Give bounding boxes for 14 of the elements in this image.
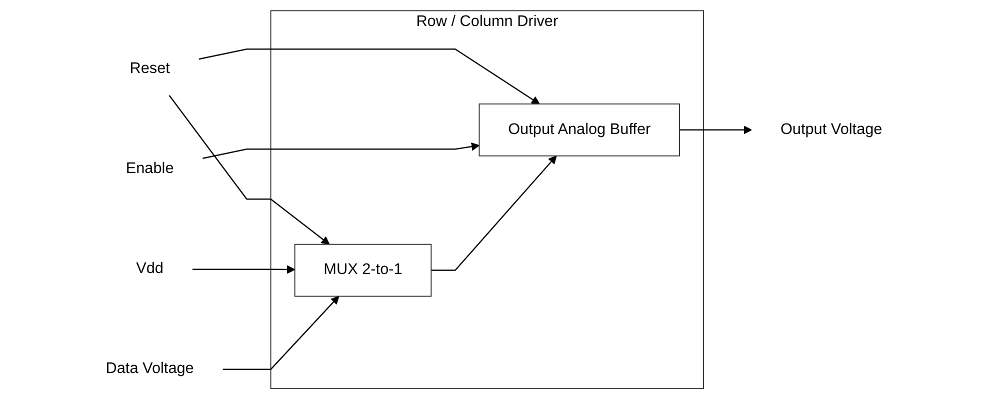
node-text: Data Voltage: [106, 360, 194, 378]
node-text: Output Voltage: [780, 121, 882, 138]
arrow: [168, 94, 330, 245]
arrow: [222, 296, 340, 370]
node-text: Reset: [130, 60, 170, 78]
node-text: Enable: [126, 160, 174, 178]
node-box: MUX 2-to-1: [294, 244, 432, 297]
arrow: [431, 156, 557, 271]
arrow: [198, 48, 540, 104]
node-box: Output Analog Buffer: [478, 103, 680, 156]
arrow: [192, 265, 296, 274]
arrow: [680, 126, 752, 134]
arrow: [202, 142, 480, 159]
node-text: Vdd: [136, 260, 164, 278]
